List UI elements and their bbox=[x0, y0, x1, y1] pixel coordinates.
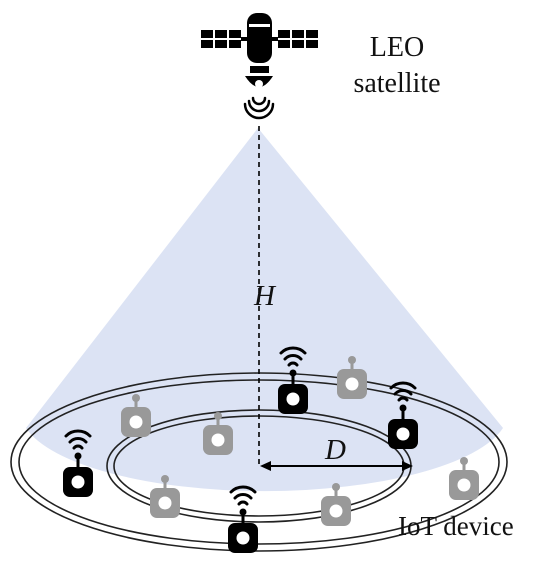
height-label: H bbox=[254, 280, 275, 312]
distance-label: D bbox=[325, 434, 346, 466]
beam-coverage-cone bbox=[26, 128, 503, 492]
satellite-label-line2: satellite bbox=[353, 68, 441, 99]
iot-device-inactive-icon bbox=[321, 483, 351, 526]
satellite-label-line1: LEO bbox=[369, 32, 425, 63]
iot-device-label: IoT device bbox=[398, 511, 514, 541]
satellite-label: LEO satellite bbox=[332, 30, 462, 102]
iot-device-active-icon bbox=[226, 485, 260, 555]
iot-device-inactive-icon bbox=[449, 457, 479, 500]
distance-arrow-head-right bbox=[402, 461, 413, 471]
distance-arrow-head-left bbox=[260, 461, 271, 471]
satellite-icon bbox=[201, 13, 318, 120]
